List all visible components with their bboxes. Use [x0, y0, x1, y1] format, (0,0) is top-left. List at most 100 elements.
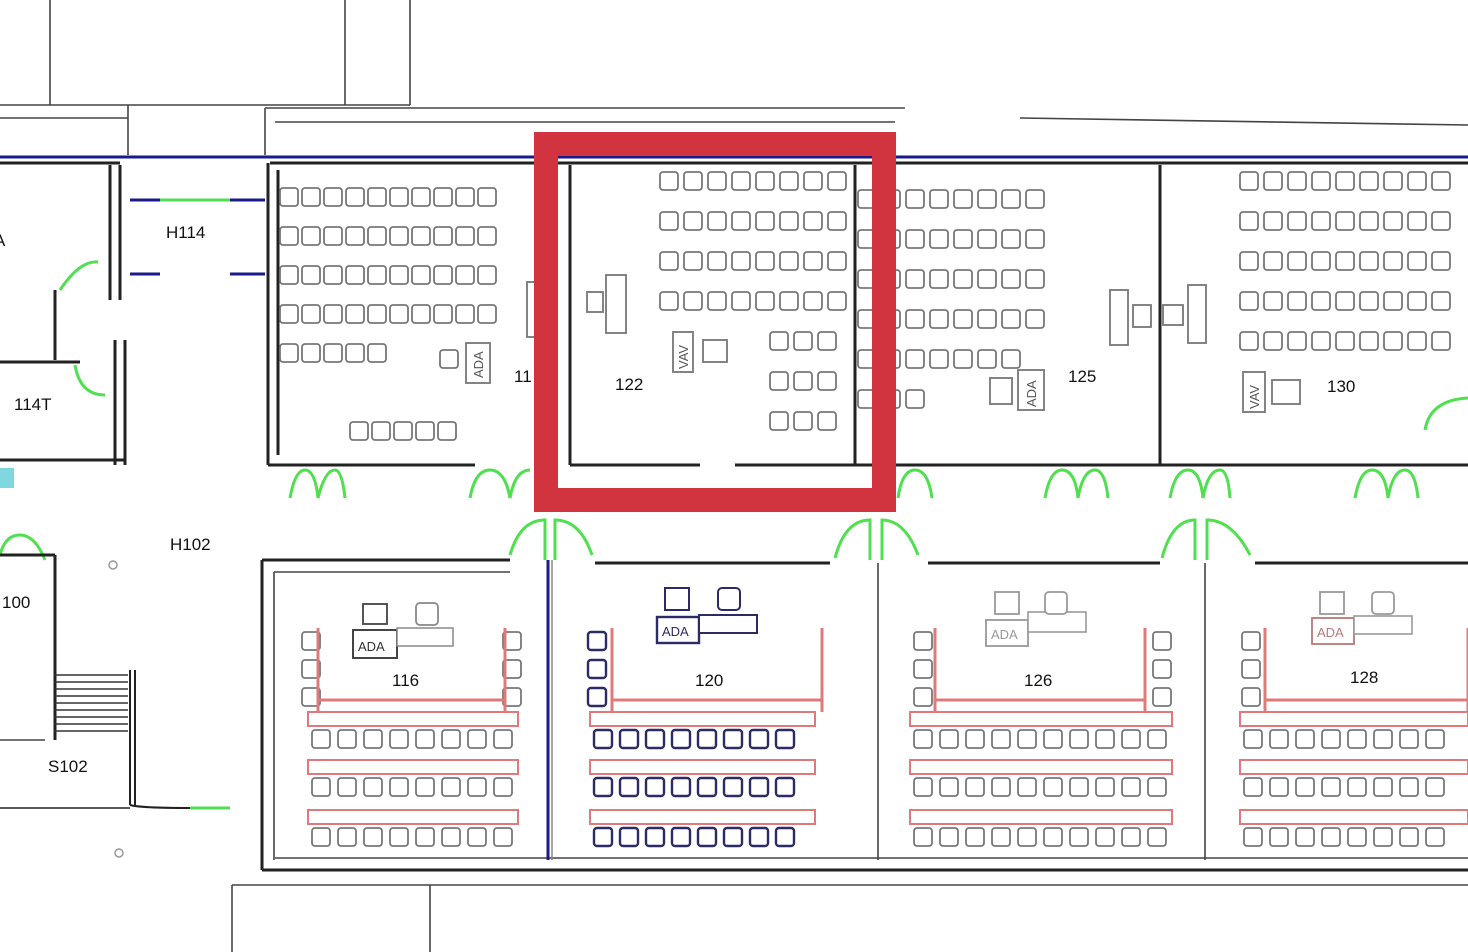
seat	[748, 776, 770, 798]
seat	[1431, 331, 1451, 351]
seat	[279, 343, 299, 363]
seat	[1017, 827, 1037, 847]
seat	[1095, 729, 1115, 749]
seat	[707, 251, 727, 271]
seat	[389, 304, 409, 324]
seat	[977, 349, 997, 369]
seat	[644, 826, 666, 848]
seat	[367, 265, 387, 285]
seat	[707, 211, 727, 231]
seat	[755, 251, 775, 271]
seat	[670, 826, 692, 848]
seat	[455, 187, 475, 207]
table-row	[909, 711, 1173, 727]
seat	[1347, 827, 1367, 847]
seat	[433, 226, 453, 246]
seat	[913, 659, 933, 679]
seat	[1321, 827, 1341, 847]
north-wall	[0, 155, 1468, 165]
seat	[953, 229, 973, 249]
seat	[1147, 729, 1167, 749]
seat	[1025, 229, 1045, 249]
seat	[1383, 211, 1403, 231]
seat	[1269, 729, 1289, 749]
seat	[1347, 729, 1367, 749]
seat	[455, 265, 475, 285]
seat	[722, 826, 744, 848]
seat	[437, 421, 457, 441]
seat	[769, 331, 789, 351]
seat	[301, 659, 321, 679]
seat	[618, 776, 640, 798]
seat	[905, 349, 925, 369]
svg-text:ADA: ADA	[662, 624, 689, 639]
seat	[345, 187, 365, 207]
seat	[1359, 211, 1379, 231]
seat	[1001, 349, 1021, 369]
svg-text:ADA: ADA	[1024, 380, 1039, 407]
seat	[1017, 729, 1037, 749]
seat	[1383, 251, 1403, 271]
platform-outline	[610, 628, 824, 712]
seat	[991, 777, 1011, 797]
seat	[1025, 269, 1045, 289]
seat	[905, 309, 925, 329]
seat	[1287, 331, 1307, 351]
seat	[929, 189, 949, 209]
seat	[433, 187, 453, 207]
seat	[502, 659, 522, 679]
seat	[683, 251, 703, 271]
seat	[659, 251, 679, 271]
seat	[337, 729, 357, 749]
seat	[1399, 777, 1419, 797]
equipment-tags: ADA VAV ADA VAV ADA ADA ADA	[352, 342, 1413, 659]
table-row	[589, 809, 816, 825]
seat	[415, 827, 435, 847]
seat	[748, 728, 770, 750]
seat	[817, 371, 837, 391]
seat	[793, 331, 813, 351]
seat	[363, 777, 383, 797]
seat	[793, 371, 813, 391]
seat	[389, 729, 409, 749]
seat	[1321, 729, 1341, 749]
seat	[1239, 291, 1259, 311]
ada-desk-126: ADA	[985, 591, 1087, 647]
seat	[1399, 827, 1419, 847]
room-label-126: 126	[1024, 671, 1052, 690]
seat	[965, 729, 985, 749]
table-row	[589, 711, 816, 727]
seat	[345, 265, 365, 285]
seat	[301, 187, 321, 207]
seat	[644, 728, 666, 750]
table-row	[1239, 711, 1468, 727]
seat	[1359, 291, 1379, 311]
seat	[1359, 331, 1379, 351]
seat	[311, 777, 331, 797]
seat	[779, 171, 799, 191]
svg-text:VAV: VAV	[1247, 385, 1262, 409]
table-row	[1239, 759, 1468, 775]
seat	[977, 269, 997, 289]
seat	[1311, 211, 1331, 231]
seat	[731, 171, 751, 191]
seat	[1295, 827, 1315, 847]
seat	[441, 729, 461, 749]
seat	[323, 304, 343, 324]
seat	[301, 265, 321, 285]
seat	[1407, 331, 1427, 351]
seat	[1043, 777, 1063, 797]
seat	[977, 309, 997, 329]
seat	[441, 827, 461, 847]
seat	[1295, 777, 1315, 797]
seat	[411, 187, 431, 207]
seat	[586, 686, 608, 708]
seat	[1335, 291, 1355, 311]
seat	[389, 827, 409, 847]
seat	[722, 728, 744, 750]
room-label-100: 100	[2, 593, 30, 612]
seat	[1121, 729, 1141, 749]
seat	[389, 265, 409, 285]
corridor-doors	[0, 518, 1252, 858]
